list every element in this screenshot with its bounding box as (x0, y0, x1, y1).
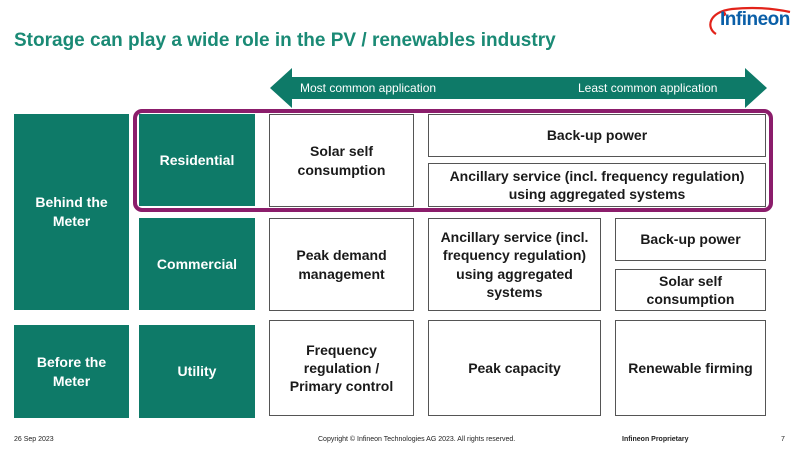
footer-page-number: 7 (781, 436, 785, 443)
utility-renewable-firming: Renewable firming (615, 320, 766, 416)
residential-ancillary-service: Ancillary service (incl. frequency regul… (428, 163, 766, 207)
residential-solar-self-consumption: Solar self consumption (269, 114, 414, 207)
segment-residential: Residential (139, 114, 255, 206)
commercial-ancillary-service: Ancillary service (incl. frequency regul… (428, 218, 601, 311)
double-arrow-icon (270, 68, 767, 108)
footer-classification: Infineon Proprietary (622, 436, 689, 443)
commercial-solar-self-consumption: Solar self consumption (615, 269, 766, 311)
commercial-peak-demand-management: Peak demand management (269, 218, 414, 311)
page-title: Storage can play a wide role in the PV /… (14, 30, 556, 51)
logo-text: Infineon (720, 9, 790, 30)
commercial-backup-power: Back-up power (615, 218, 766, 261)
most-common-label: Most common application (300, 81, 437, 95)
infineon-logo-icon (709, 6, 791, 35)
residential-highlight-frame (133, 109, 773, 212)
utility-peak-capacity: Peak capacity (428, 320, 601, 416)
segment-commercial: Commercial (139, 218, 255, 310)
footer-copyright: Copyright © Infineon Technologies AG 202… (318, 436, 516, 443)
before-the-meter-label: Before the Meter (14, 325, 129, 418)
utility-frequency-regulation: Frequency regulation / Primary control (269, 320, 414, 416)
footer-date: 26 Sep 2023 (14, 436, 54, 443)
behind-the-meter-label: Behind the Meter (14, 114, 129, 310)
least-common-label: Least common application (578, 81, 718, 95)
residential-backup-power: Back-up power (428, 114, 766, 157)
segment-utility: Utility (139, 325, 255, 418)
